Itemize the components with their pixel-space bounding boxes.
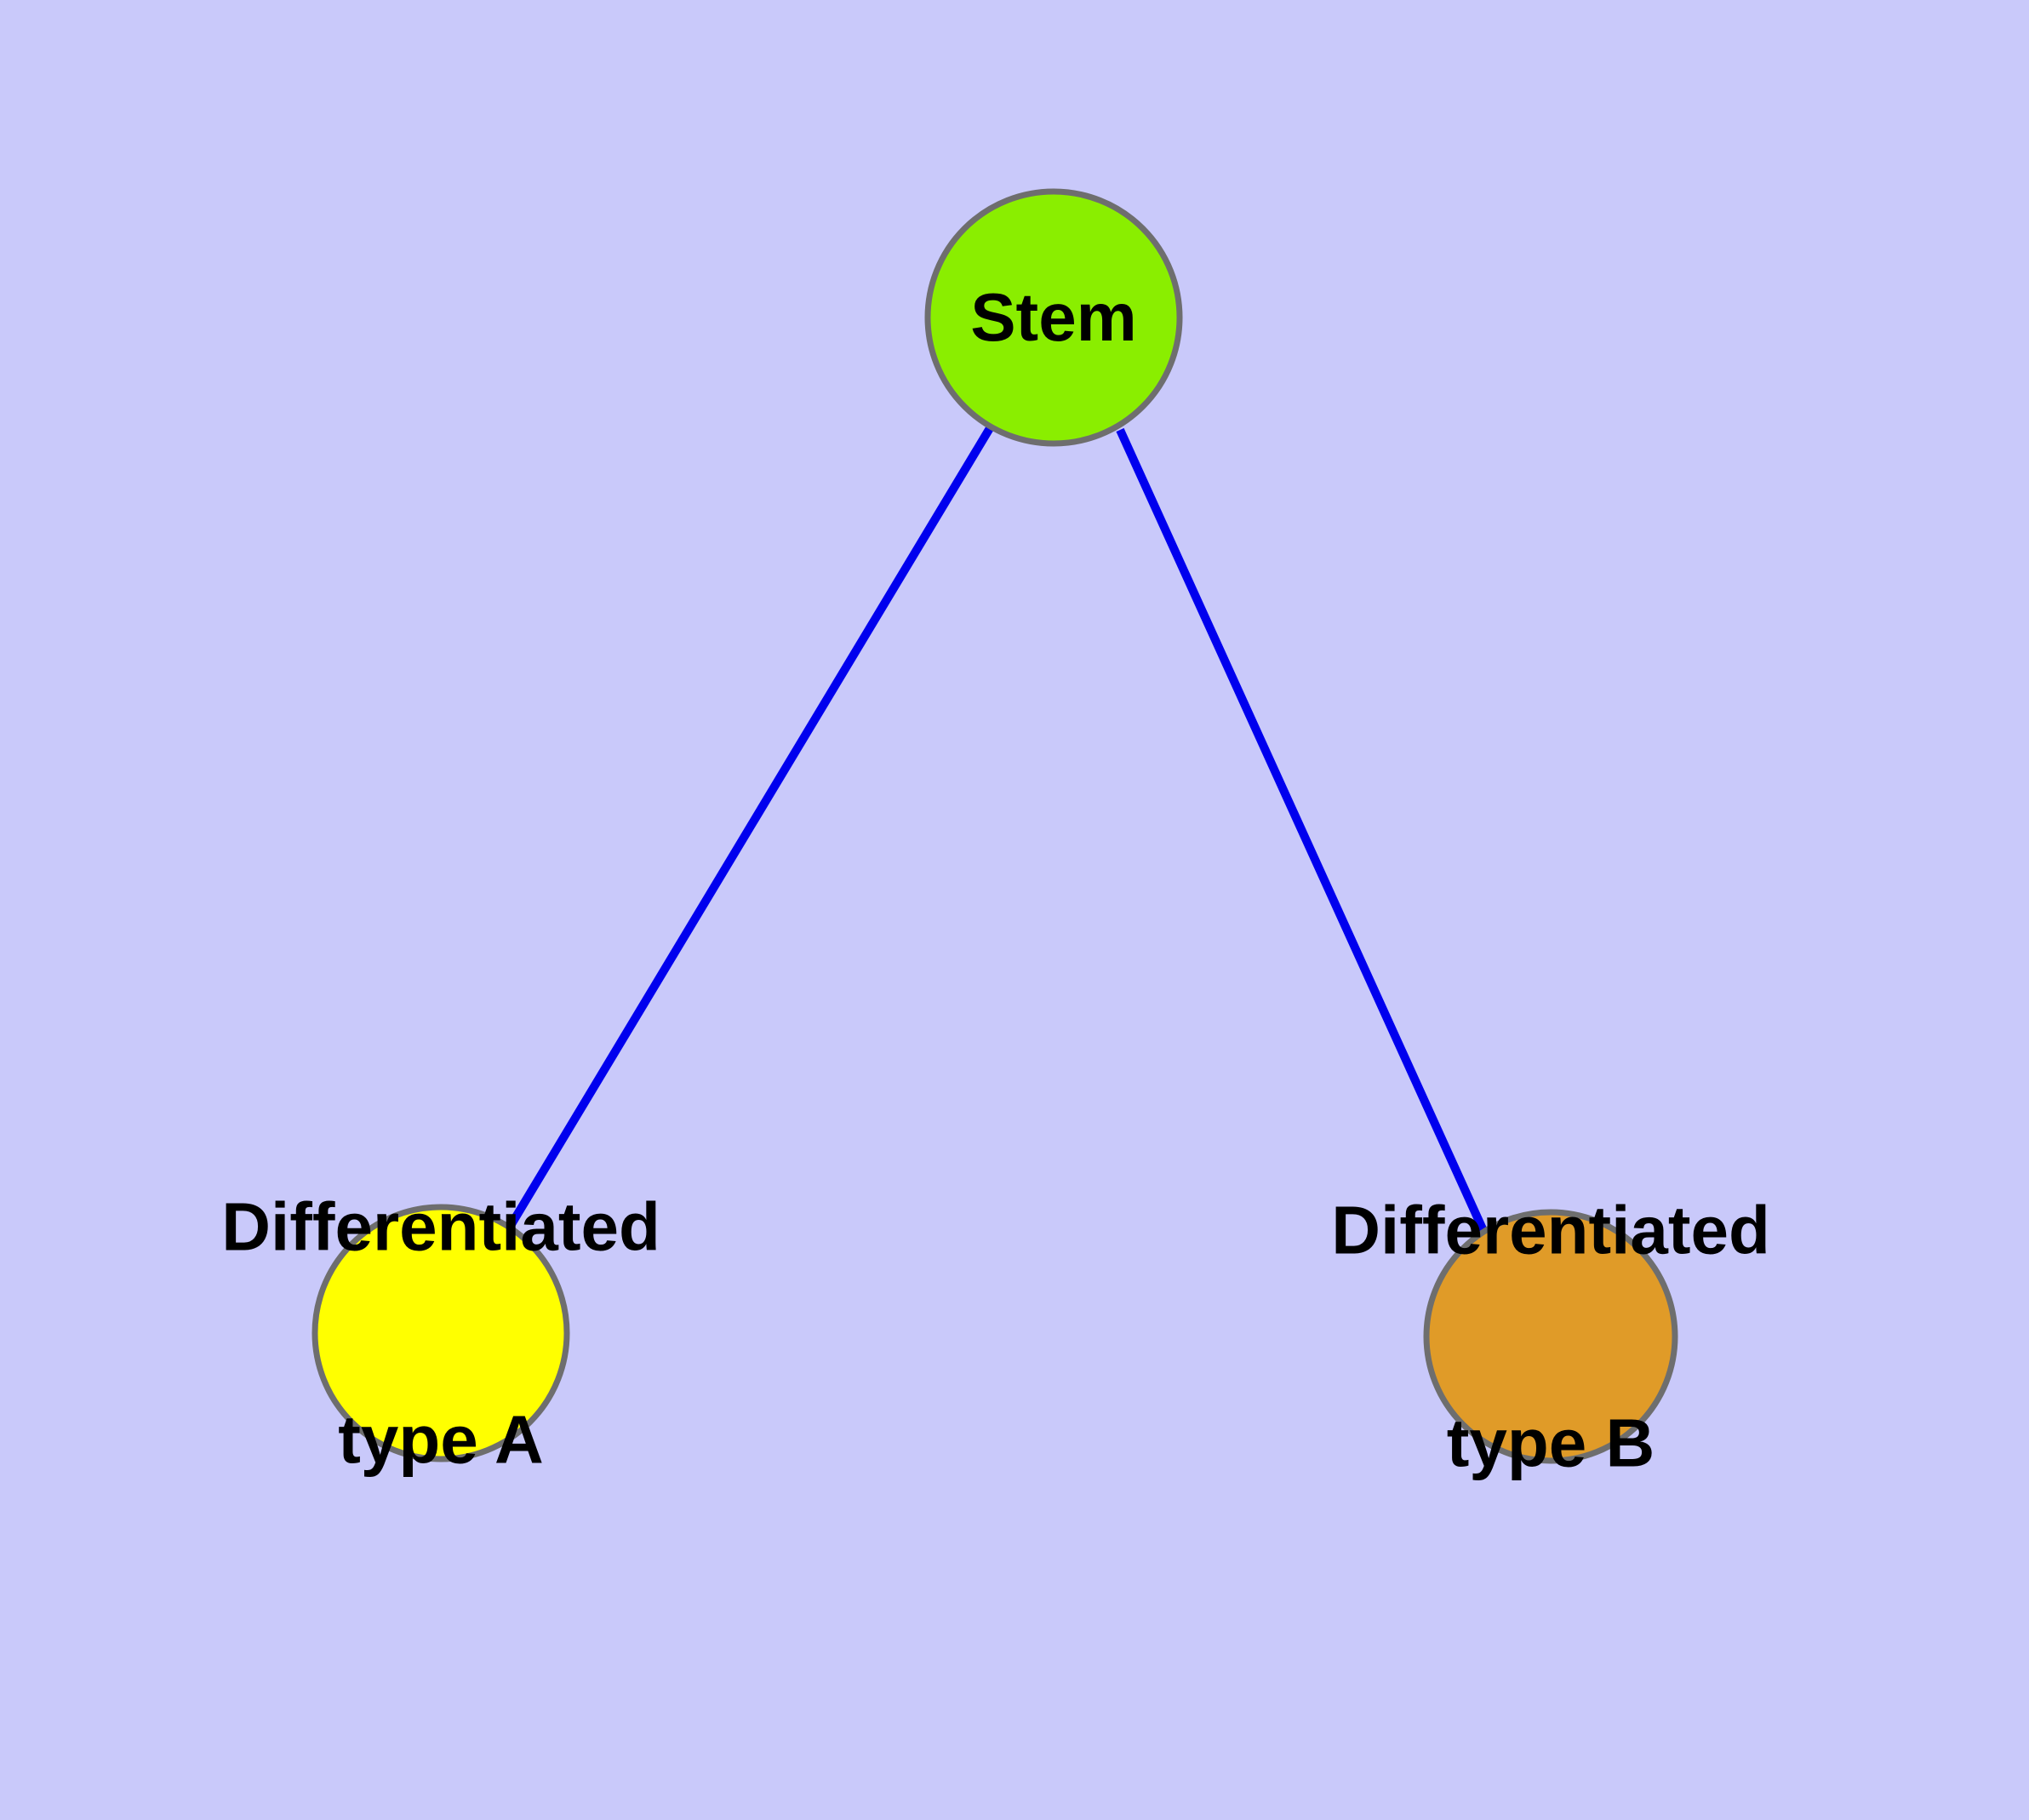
edge-stem-to-differentiated-type-b[interactable] xyxy=(1116,427,1489,1235)
edge-stem-to-differentiated-type-a[interactable] xyxy=(505,426,994,1231)
edge-group xyxy=(505,426,1489,1235)
node-group xyxy=(311,188,1678,1464)
node-differentiated-type-a[interactable] xyxy=(311,1204,570,1462)
node-stem[interactable] xyxy=(924,188,1183,447)
node-differentiated-type-b[interactable] xyxy=(1423,1209,1678,1464)
